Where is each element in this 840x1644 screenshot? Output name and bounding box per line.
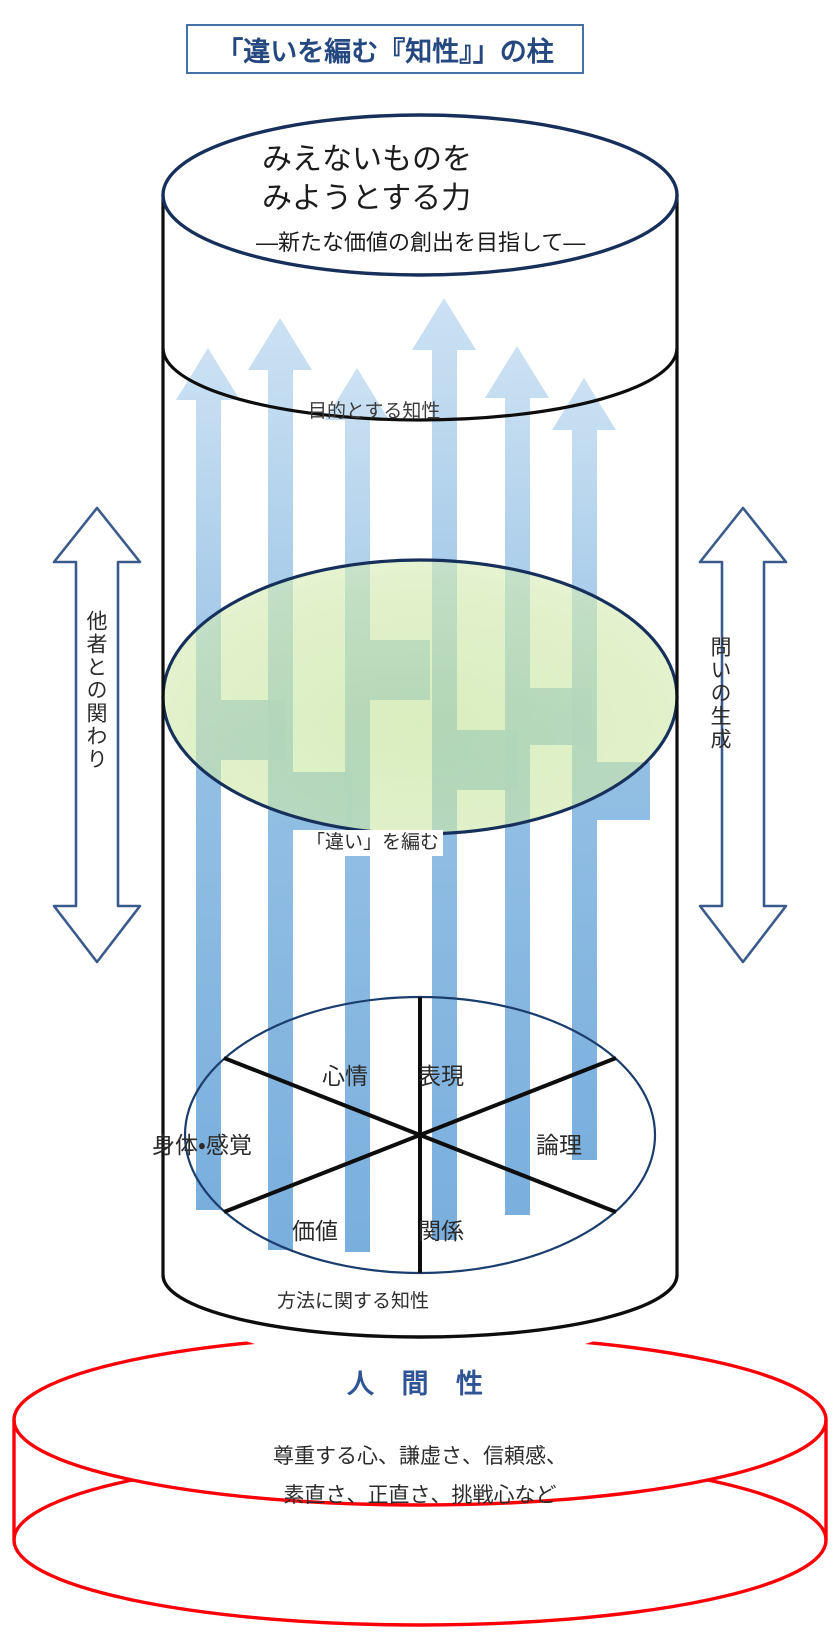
humanity-detail: 尊重する心、謙虚さ、信頼感、 素直さ、正直さ、挑戦心など	[0, 1438, 840, 1516]
humanity-detail-line-1: 尊重する心、謙虚さ、信頼感、	[273, 1445, 567, 1468]
wheel-label-shinjo: 心情	[322, 1063, 368, 1089]
purpose-band-label: 目的とする知性	[308, 401, 441, 422]
left-relationship-arrow	[52, 506, 142, 964]
method-wheel-caption: 方法に関する知性	[277, 1291, 430, 1312]
page-title-text: 「違いを編む『知性』」の柱	[216, 36, 554, 67]
pillar-outline	[161, 195, 679, 1339]
wheel-label-kachi: 価値	[292, 1218, 338, 1244]
right-arrow-label: 問いの生成	[708, 636, 731, 751]
headline-line-2: みようとする力	[262, 182, 472, 215]
left-arrow-label: 他者との関わり	[84, 610, 107, 771]
headline-line-1: みえないものを	[262, 143, 472, 176]
humanity-detail-line-2: 素直さ、正直さ、挑戦心など	[283, 1483, 557, 1507]
headline-subtitle: ―新たな価値の創出を目指して―	[256, 230, 586, 255]
pillar-top-cap	[161, 113, 679, 277]
woven-arrow-5	[485, 346, 592, 1215]
headline-block: みえないものを みようとする力	[262, 140, 472, 218]
weave-label: 「違い」を編む	[302, 830, 444, 856]
wheel-label-shintai-kankaku: 身体・感覚	[152, 1132, 252, 1158]
page-title: 「違いを編む『知性』」の柱	[186, 24, 584, 74]
method-wheel	[183, 995, 657, 1275]
wheel-label-kankei: 関係	[418, 1218, 464, 1244]
weaving-ellipse	[161, 558, 679, 836]
wheel-label-hyogen: 表現	[418, 1063, 464, 1089]
wheel-label-ronri: 論理	[536, 1132, 582, 1158]
purpose-band-ellipse	[161, 347, 679, 422]
base-disc	[12, 1333, 828, 1627]
humanity-heading: 人 間 性	[346, 1369, 493, 1399]
woven-arrow-1	[176, 348, 286, 1210]
right-question-arrow	[698, 506, 788, 964]
